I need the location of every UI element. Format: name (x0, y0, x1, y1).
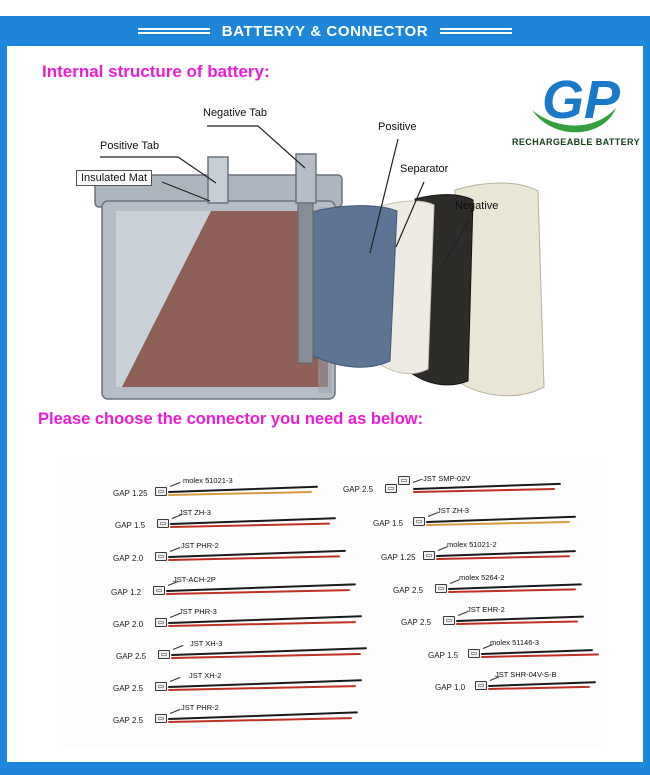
gap-label: GAP 2.0 (113, 620, 144, 629)
logo-mark-graphic: GP (532, 70, 621, 133)
logo-subtitle: RECHARGEABLE BATTERY (512, 137, 641, 147)
gap-label: GAP 1.0 (435, 683, 466, 692)
gap-label: GAP 2.5 (113, 716, 144, 725)
connector-plug-icon (155, 714, 167, 723)
connector-plug-icon (413, 517, 425, 526)
connector-name: JST EHR-2 (467, 605, 505, 614)
connector-name: JST XH-3 (190, 639, 223, 648)
connector-plug-icon (475, 681, 487, 690)
connector-plug-icon (385, 484, 397, 493)
gap-label: GAP 1.5 (373, 519, 404, 528)
connector-plug-icon (158, 650, 170, 659)
connector-name: JST ZH-3 (437, 506, 469, 515)
connector-name: JST PHR-2 (181, 541, 219, 550)
label-negative: Negative (455, 200, 499, 212)
label-positive-tab: Positive Tab (100, 140, 160, 152)
gap-label: GAP 2.5 (116, 652, 147, 661)
frame-bottom (0, 762, 650, 775)
connector-name: molex 51021-2 (447, 540, 497, 549)
connector-plug-icon (155, 552, 167, 561)
connector-name: JST-ACH-2P (173, 575, 216, 584)
connector-plug-icon (398, 476, 410, 485)
connector-name: JST ZH-3 (179, 508, 211, 517)
connector-plug-icon (155, 682, 167, 691)
label-separator: Separator (400, 163, 449, 175)
label-positive: Positive (378, 121, 417, 133)
frame-left (0, 16, 7, 775)
connector-name: JST PHR-3 (179, 607, 217, 616)
connector-plug-icon (155, 487, 167, 496)
connector-plug-icon (468, 649, 480, 658)
gap-label: GAP 2.5 (401, 618, 432, 627)
connector-name: JST XH-2 (189, 671, 222, 680)
battery-section-heading: Internal structure of battery: (42, 62, 270, 81)
gap-label: GAP 2.5 (113, 684, 144, 693)
header-bar: BATTERYY & CONNECTOR (0, 16, 650, 46)
connector-plug-icon (157, 519, 169, 528)
gap-label: GAP 1.5 (428, 651, 459, 660)
connector-name: JST PHR-2 (181, 703, 219, 712)
connector-plug-icon (435, 584, 447, 593)
connector-panel (58, 455, 606, 747)
gap-label: GAP 1.5 (115, 521, 146, 530)
gap-label: GAP 2.0 (113, 554, 144, 563)
connector-name: JST SMP-02V (423, 474, 471, 483)
connector-plug-icon (443, 616, 455, 625)
gap-label: GAP 1.25 (113, 489, 148, 498)
gap-label: GAP 1.2 (111, 588, 142, 597)
connector-plug-icon (155, 618, 167, 627)
logo-leaf-icon (532, 108, 616, 133)
label-negative-tab: Negative Tab (203, 107, 268, 119)
gap-label: GAP 1.25 (381, 553, 416, 562)
connector-plug-icon (423, 551, 435, 560)
gap-label: GAP 2.5 (343, 485, 374, 494)
connector-name: molex 5264-2 (459, 573, 505, 582)
connector-plug-icon (153, 586, 165, 595)
header-line-left (137, 28, 210, 34)
battery-structure-illustration (94, 125, 545, 400)
frame-right (643, 16, 650, 775)
connector-name: molex 51021-3 (183, 476, 233, 485)
connector-name: molex 51146-3 (490, 638, 540, 647)
brand-logo: GP RECHARGEABLE BATTERY (512, 60, 640, 147)
page-title: BATTERYY & CONNECTOR (221, 22, 429, 40)
label-insulated-mat: Insulated Mat (76, 170, 153, 186)
connector-section-heading: Please choose the connector you need as … (38, 410, 424, 428)
header-line-right (440, 28, 513, 34)
connector-name: JST SHR-04V-S-B (495, 670, 557, 679)
gap-label: GAP 2.5 (393, 586, 424, 595)
